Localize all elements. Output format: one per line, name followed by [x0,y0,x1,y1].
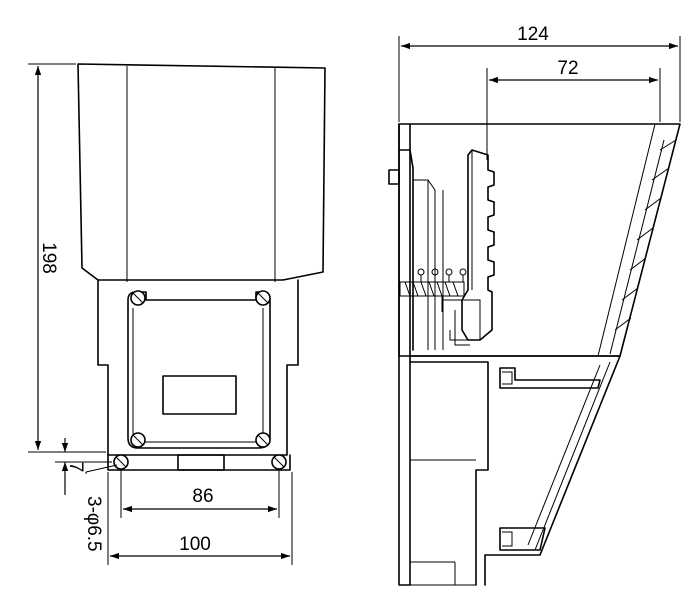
side-upper-wall-inner [597,123,656,357]
side-latches [499,367,601,551]
hole-spec-label: 3-φ6.5 [83,496,104,552]
front-base-plate [107,454,291,471]
side-lower-wall [527,364,601,546]
base-width-label: 100 [179,534,211,555]
dimension-offset: 7 [55,438,112,495]
front-cover-inner [132,308,264,443]
side-serrated-bar [461,149,495,341]
side-bracket [398,149,414,351]
front-nameplate [162,375,237,415]
dimension-top-depth: 72 [486,58,661,160]
side-lower-wall-2 [534,361,611,551]
side-upper-wall-mid [609,139,665,355]
side-view: 124 72 [388,24,681,586]
top-depth-label: 72 [557,58,578,79]
side-clip [388,169,400,185]
dimension-base-width: 100 [107,472,293,565]
front-cover-plate [127,291,271,449]
side-upper-housing [398,123,681,357]
dimension-overall-depth: 124 [398,24,681,122]
front-mounting-holes [113,454,287,470]
side-lower-housing [409,355,621,586]
hole-spec-leader: 3-φ6.5 [83,464,118,552]
front-housing-upper [77,63,326,281]
front-cover-screws [130,290,271,448]
side-wall-hatching [614,139,677,331]
side-back-plate [398,123,411,586]
dimension-hole-spacing: 86 [120,470,280,518]
height-label: 198 [38,242,59,274]
side-mechanism [399,149,495,350]
hole-spacing-label: 86 [192,486,213,507]
side-inner-block [409,361,489,586]
offset-label: 7 [65,462,86,473]
side-spring [399,268,467,312]
dimension-height: 198 [28,63,106,453]
overall-depth-label: 124 [517,24,549,45]
front-base-tab [177,454,225,471]
front-view: 198 7 3-φ6.5 86 100 [28,63,326,565]
